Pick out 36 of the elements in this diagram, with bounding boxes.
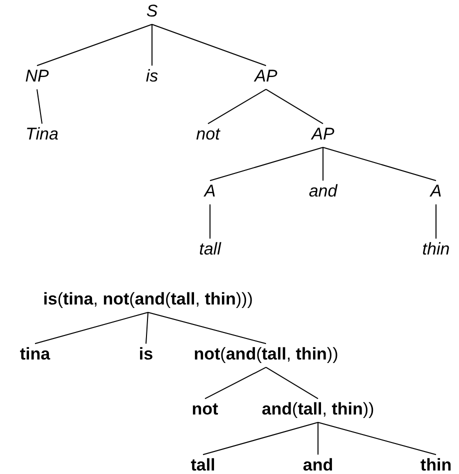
tree-branch-line xyxy=(210,146,324,182)
tree-branch-line xyxy=(322,146,436,182)
logic-term-label: tina xyxy=(16,344,54,366)
tree-branch-line xyxy=(146,312,148,344)
tree-node-label: and xyxy=(306,182,340,202)
logic-term-label: not(and(tall, thin)) xyxy=(190,344,342,366)
tree-node-label: NP xyxy=(22,66,52,88)
tree-node-label: Tina xyxy=(22,124,62,146)
tree-branch-line xyxy=(318,422,436,456)
tree-branch-line xyxy=(148,312,266,344)
logic-term-label: is xyxy=(136,344,156,366)
tree-branch-line xyxy=(266,88,324,124)
tree-node-label: thin xyxy=(419,240,453,260)
tree-branch-line xyxy=(36,24,152,66)
tree-node-label: S xyxy=(143,2,161,22)
logic-term-label: is(tina, not(and(tall, thin))) xyxy=(40,290,256,310)
tree-node-label: A xyxy=(427,182,445,202)
tree-branch-line xyxy=(34,312,148,344)
tree-branch-line xyxy=(202,422,318,456)
tree-branch-line xyxy=(152,24,266,66)
logic-term-label: and(tall, thin)) xyxy=(258,400,378,420)
tree-node-label: not xyxy=(193,124,223,146)
logic-term-label: thin xyxy=(417,456,455,474)
tree-node-label: A xyxy=(201,182,219,202)
tree-branch-line xyxy=(36,88,42,124)
tree-node-label: is xyxy=(142,66,162,88)
tree-branch-line xyxy=(208,88,266,124)
tree-branch-line xyxy=(204,366,266,400)
tree-branch-line xyxy=(322,146,324,182)
tree-node-label: AP xyxy=(252,66,280,88)
tree-branch-line xyxy=(266,366,318,400)
logic-term-label: not xyxy=(188,400,222,420)
tree-node-label: AP xyxy=(308,124,338,146)
logic-term-label: and xyxy=(300,456,336,474)
tree-node-label: tall xyxy=(196,240,224,260)
logic-term-label: tall xyxy=(188,456,218,474)
